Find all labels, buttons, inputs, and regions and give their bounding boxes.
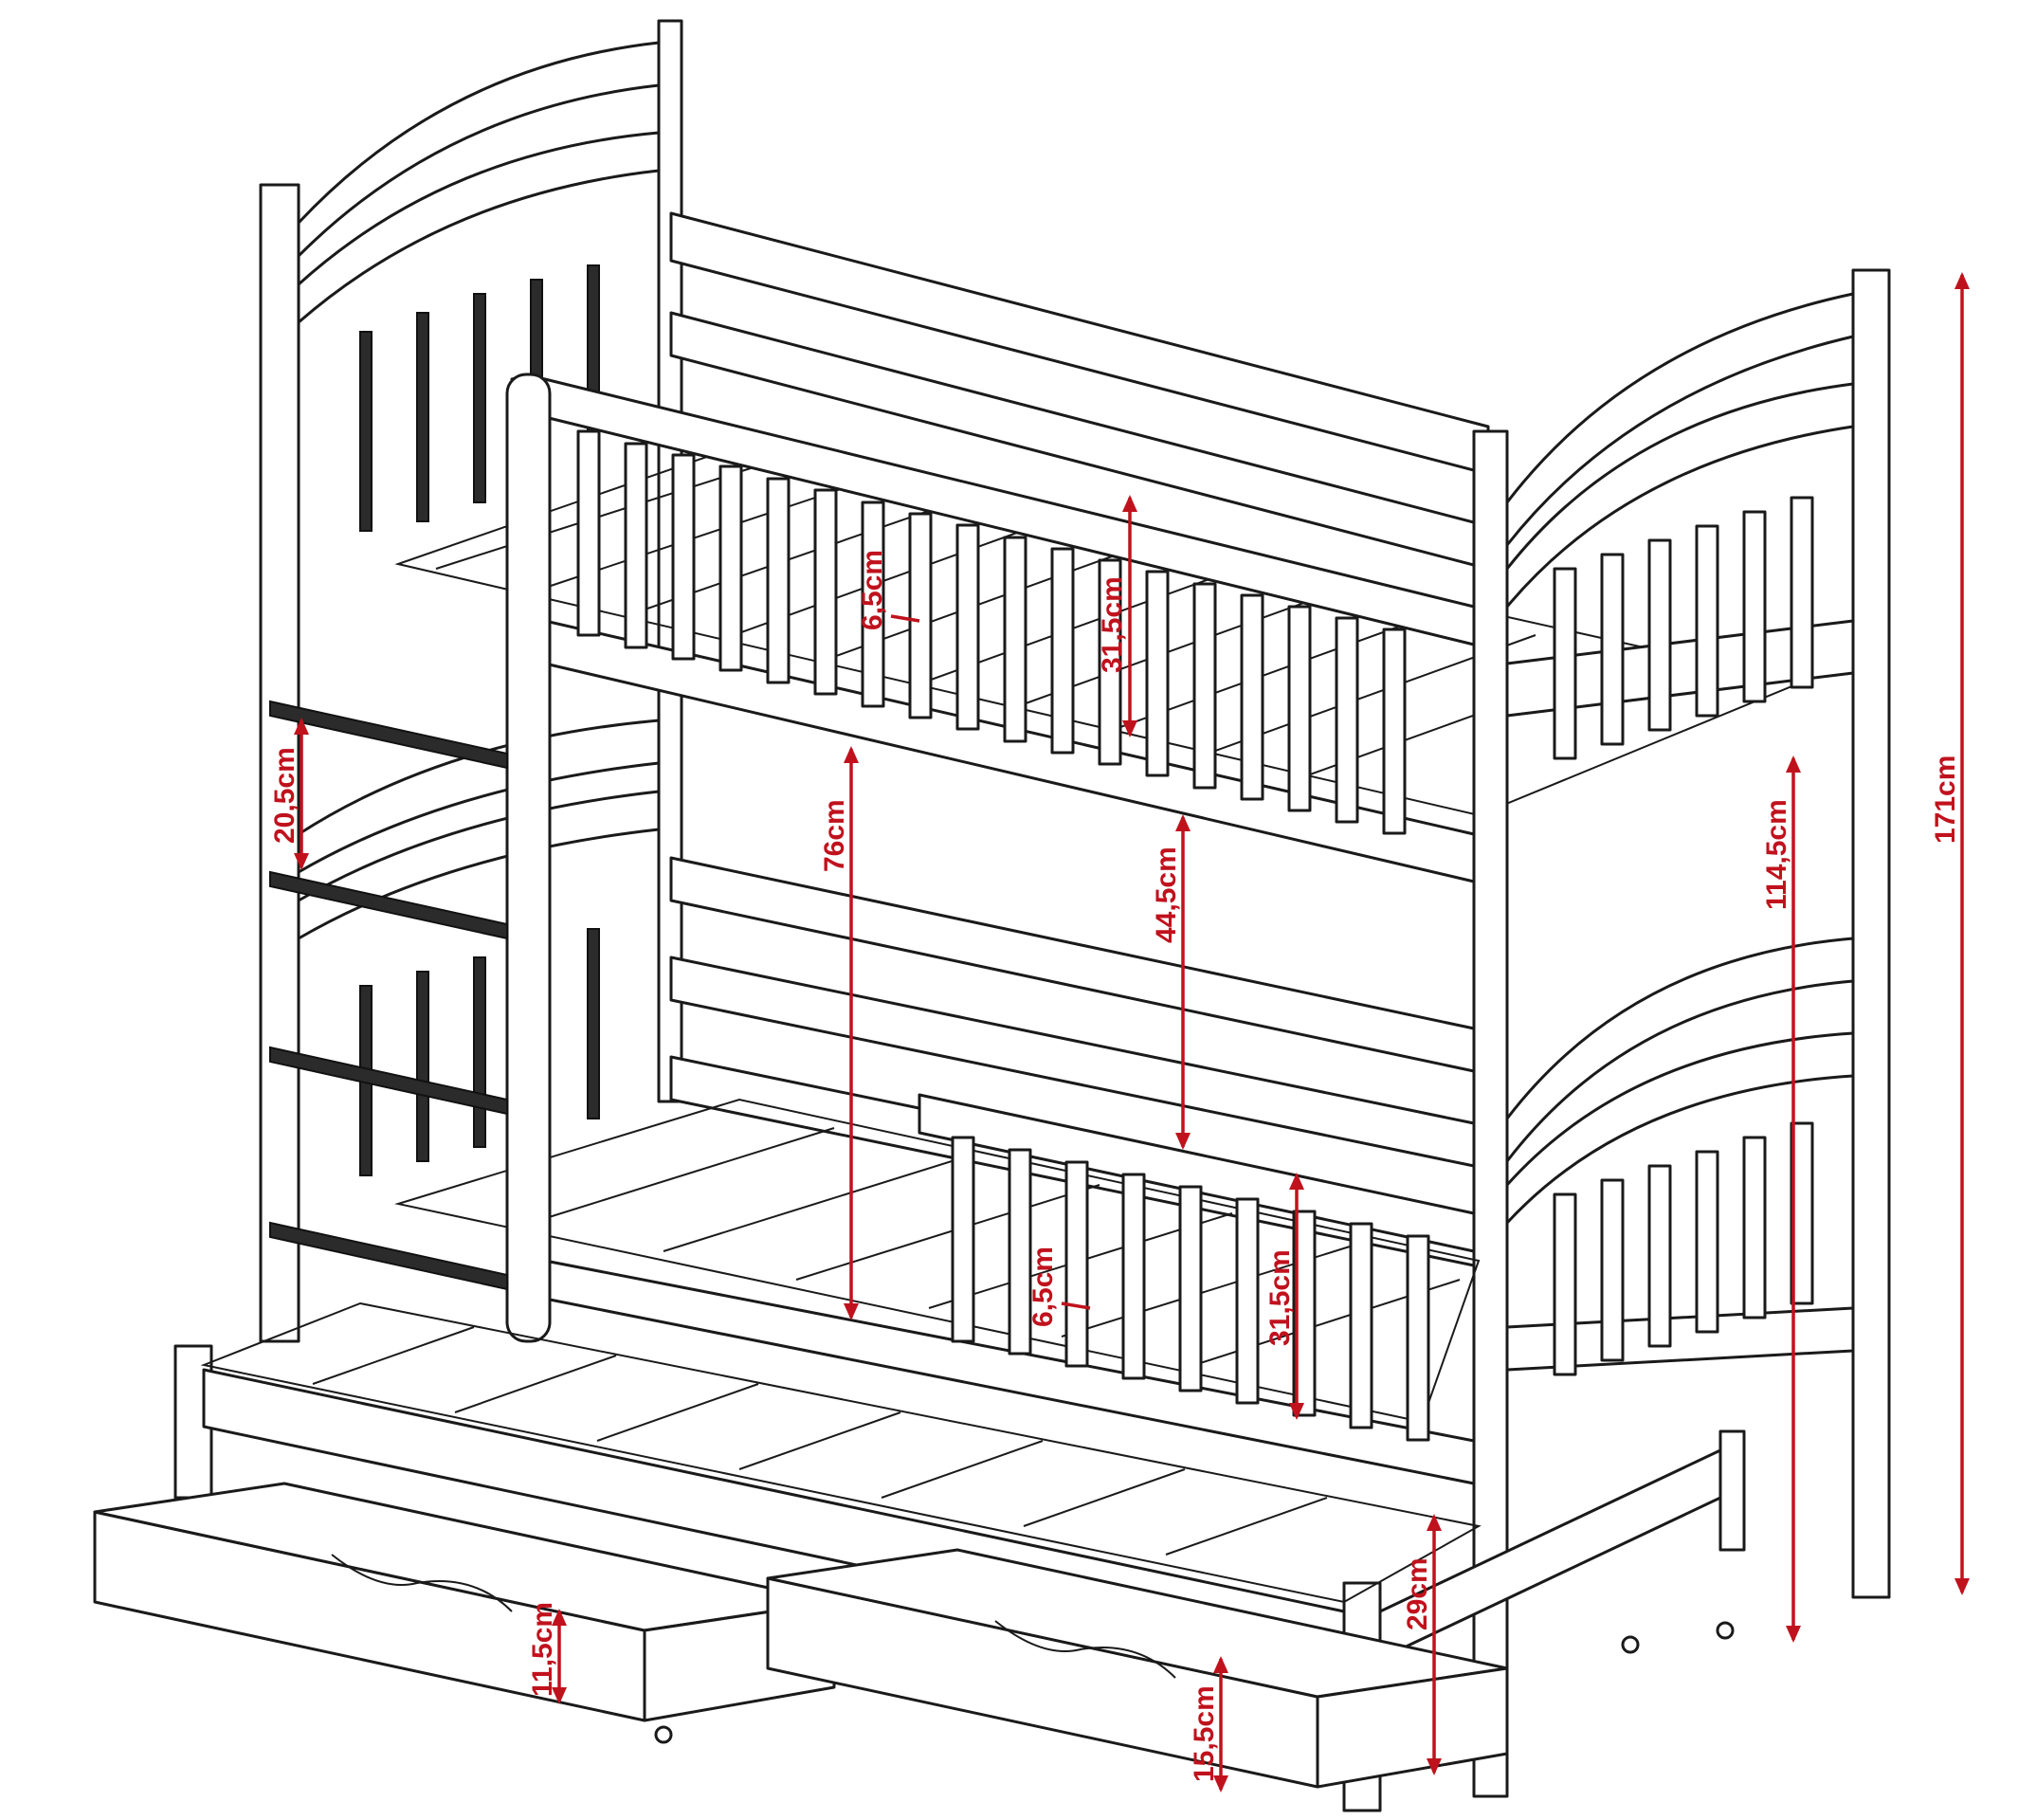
ladder-right-rail [505, 373, 552, 1343]
upper-foot-arch-top [1505, 292, 1855, 547]
ladder-rung-2 [269, 870, 508, 940]
lower-foot-arch-top [1505, 937, 1855, 1163]
dim-drawer-height-left: 11,5cm [527, 1602, 567, 1704]
front-left-post [259, 183, 300, 1343]
dim-total-height: 171cm [1930, 272, 1970, 1595]
upper-back-rails [669, 211, 1490, 571]
trundle-mattress [200, 1301, 1482, 1604]
dim-label-rail-height-lower: 31,5cm [1264, 1249, 1296, 1346]
right-end-frame [1472, 268, 1891, 1798]
dim-rail-height-lower: 31,5cm [1264, 1173, 1304, 1420]
lower-foot-bottom-rail [1505, 1306, 1855, 1372]
dim-trundle-height: 29cm [1402, 1514, 1442, 1775]
ladder [269, 373, 552, 1343]
ladder-rung-3 [269, 1046, 508, 1116]
dim-label-trundle-height: 29cm [1402, 1557, 1433, 1630]
dim-label-total-height: 171cm [1930, 755, 1961, 844]
ladder-rung-4 [269, 1221, 508, 1291]
upper-head-arch-mid [297, 131, 661, 324]
lower-foot-arch-mid [1505, 1031, 1855, 1225]
lower-back-rail-1 [669, 856, 1476, 1073]
dim-rail-height-upper: 31,5cm [1097, 495, 1137, 737]
dim-label-drawer-height-left: 11,5cm [527, 1602, 558, 1697]
dim-label-clearance: 44,5cm [1151, 846, 1182, 943]
dim-label-rail-height-upper: 31,5cm [1097, 576, 1128, 673]
dim-label-ladder-step: 20,5cm [269, 747, 300, 844]
trundle-end-post [1718, 1429, 1746, 1552]
lower-guard-rail [543, 1093, 1476, 1485]
lower-back-rail-2 [669, 956, 1476, 1168]
dim-bar-width-upper: 6,5cm [857, 550, 920, 630]
dim-label-bar-width-upper: 6,5cm [857, 550, 888, 630]
dim-drawer-height-right: 15,5cm [1189, 1656, 1228, 1793]
dimension-markers: 6,5cm 31,5cm 20,5cm 76cm 44,5cm [269, 272, 1970, 1793]
upper-foot-arch-mid [1505, 382, 1855, 609]
dim-label-lower-to-upper: 76cm [819, 799, 850, 872]
dim-ladder-step: 20,5cm [269, 718, 309, 870]
ladder-rung-1 [269, 700, 508, 770]
lower-guard-top [918, 1093, 1476, 1253]
dim-bar-width-lower: 6,5cm [1027, 1247, 1091, 1327]
drawers [93, 1482, 1735, 1789]
upper-foot-bottom-rail [1505, 619, 1855, 718]
back-right-post [1851, 268, 1891, 1599]
upper-head-arch-top [297, 41, 661, 258]
drawer-right-side [1316, 1666, 1509, 1789]
dim-label-upper-bed-height: 114,5cm [1761, 799, 1792, 910]
dim-label-bar-width-lower: 6,5cm [1027, 1247, 1059, 1327]
dim-upper-bed-height: 114,5cm [1761, 755, 1801, 1643]
dim-label-drawer-height-right: 15,5cm [1189, 1685, 1220, 1782]
dim-lower-to-upper: 76cm [819, 746, 859, 1320]
dim-clearance: 44,5cm [1151, 814, 1191, 1150]
